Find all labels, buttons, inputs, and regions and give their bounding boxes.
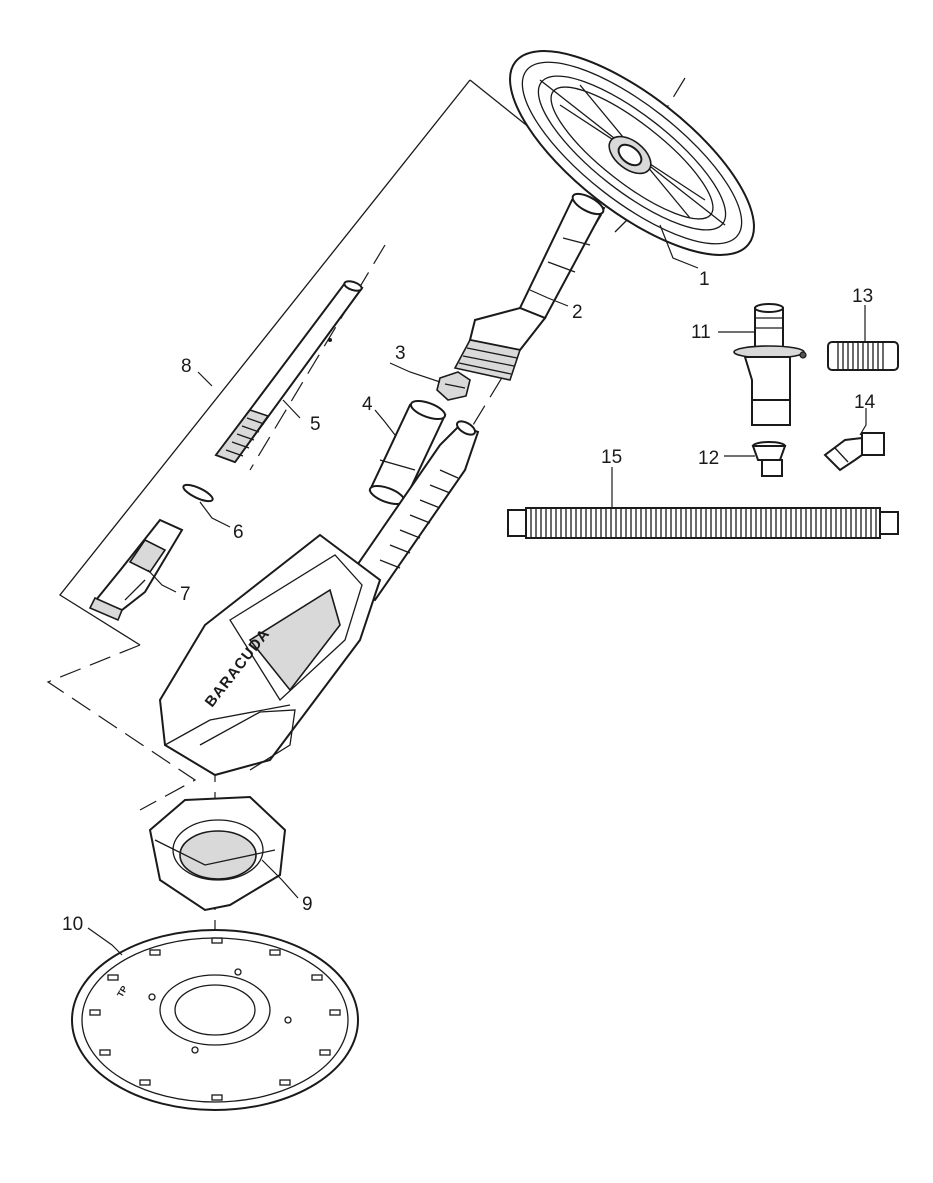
callout-12: 12 [698,448,719,469]
neck-ribs [379,469,459,569]
long-hose [507,507,899,539]
short-hose-ribs [837,342,884,370]
long-pipe [214,280,364,464]
swivel-adapter [453,192,606,381]
callout-9: 9 [302,894,313,915]
callout-11: 11 [691,322,711,343]
callout-4: 4 [362,394,373,415]
long-hose-ribs [530,508,877,538]
leader-lines [87,224,867,956]
footpad-ring [148,795,287,912]
callout-labels: 1 2 3 4 5 6 7 8 9 10 11 12 13 14 15 [62,269,876,935]
disc: TP [71,929,359,1111]
callout-2: 2 [572,302,583,323]
disc-mark: TP [115,984,129,999]
assembly-axis-lines [214,77,686,1010]
small-nut [436,371,471,401]
callout-5: 5 [310,414,321,435]
callout-7: 7 [180,584,191,605]
disc-slots [89,937,341,1101]
callout-3: 3 [395,343,406,364]
short-hose [827,341,899,371]
callout-13: 13 [852,286,873,307]
callout-6: 6 [233,522,244,543]
callout-14: 14 [854,392,876,413]
callout-15: 15 [601,447,622,468]
o-ring [182,483,214,503]
elbow-fitting [823,432,885,472]
callout-8: 8 [181,356,192,377]
skimmer-adapter [733,303,807,426]
deflector-wheel [509,50,755,256]
callout-1: 1 [699,269,710,290]
callout-10: 10 [62,914,83,935]
cone-reducer [751,441,787,477]
hose-nozzle [88,518,184,622]
cleaner-body: BARACUDA [158,420,480,777]
bracket-item-8 [46,79,636,811]
